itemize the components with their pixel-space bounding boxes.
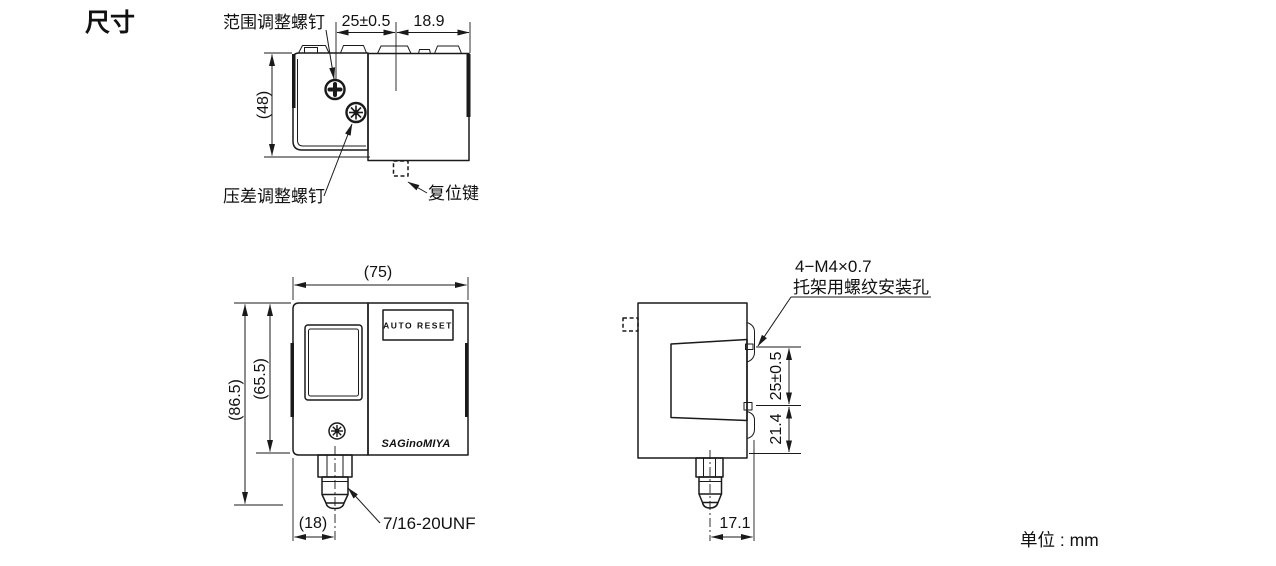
top-width-dimensions: 25±0.5 18.9 [335,13,471,91]
unit-note: 单位 : mm [1020,530,1099,550]
front-outer-height-dimension: (86.5) [227,302,291,506]
range-screw-label: 范围调整螺钉 [223,13,325,32]
front-port-offset-dimension: (18) [292,458,334,541]
side-view-drawing: 25±0.5 21.4 17.1 4−M4×0.7 托架用螺纹安装孔 [622,257,931,541]
top-right-clip [466,54,471,117]
diff-screw-leader [323,123,353,197]
side-window [670,338,748,422]
front-view-drawing: AUTO RESET SAGinoMIYA (75) (86.5) [227,264,476,541]
side-hole-dimensions: 25±0.5 21.4 [749,346,801,454]
side-port-fitting [695,450,724,541]
side-reset-key-outline [622,317,639,332]
differential-adjust-screw [345,101,367,124]
front-width-dimension: (75) [292,264,469,300]
dim-top-width-left: 25±0.5 [342,13,391,30]
dim-side-hole-to-base: 21.4 [768,413,785,444]
mount-label-line1: 4−M4×0.7 [795,257,872,276]
top-body-left [292,52,369,151]
top-bump [377,45,412,54]
dim-front-port-offset: (18) [299,515,327,532]
mounting-hole-callout: 4−M4×0.7 托架用螺纹安装孔 [757,257,931,347]
auto-reset-plate: AUTO RESET [382,309,454,341]
side-body [637,302,748,459]
dim-front-height-outer: (86.5) [227,379,244,421]
front-body-left [292,302,369,456]
page-title: 尺寸 [85,9,135,37]
range-screw-leader [325,29,336,80]
brand-logo: SAGinoMIYA [381,438,450,450]
mount-leader [757,296,792,347]
top-left-clip [292,54,296,108]
top-body-right [367,52,470,162]
dim-front-height-inner: (65.5) [252,358,269,400]
top-height-dimension: (48) [255,52,370,158]
front-right-clip [465,343,469,417]
front-inner-height-dimension: (65.5) [252,304,290,454]
range-adjust-screw [324,78,346,101]
top-view-drawing: 25±0.5 18.9 (48) 范围调整螺钉 压差调整螺钉 复位键 [223,13,479,206]
dim-front-width: (75) [364,264,392,281]
diff-screw-label: 压差调整螺钉 [223,187,325,206]
thread-leader [347,487,381,524]
dim-top-height: (48) [255,91,272,119]
top-bump [340,45,367,54]
thread-label: 7/16-20UNF [383,514,476,533]
reset-key-outline [392,160,409,177]
front-screw [328,422,346,440]
auto-reset-text: AUTO RESET [383,321,453,331]
front-left-clip [290,343,294,417]
reset-key-label: 复位键 [428,184,479,203]
top-bump [434,45,462,54]
dim-side-hole-pitch: 25±0.5 [768,351,785,400]
front-port-fitting [317,446,353,541]
mounting-tabs [743,322,755,439]
scale-window [304,324,363,401]
mount-label-line2: 托架用螺纹安装孔 [793,278,929,297]
dim-top-width-right: 18.9 [413,13,444,30]
dim-side-port-offset: 17.1 [719,515,750,532]
side-port-offset-dimension: 17.1 [711,440,755,541]
reset-key-leader [407,181,428,194]
top-bump [418,49,431,54]
top-bump [298,45,330,54]
